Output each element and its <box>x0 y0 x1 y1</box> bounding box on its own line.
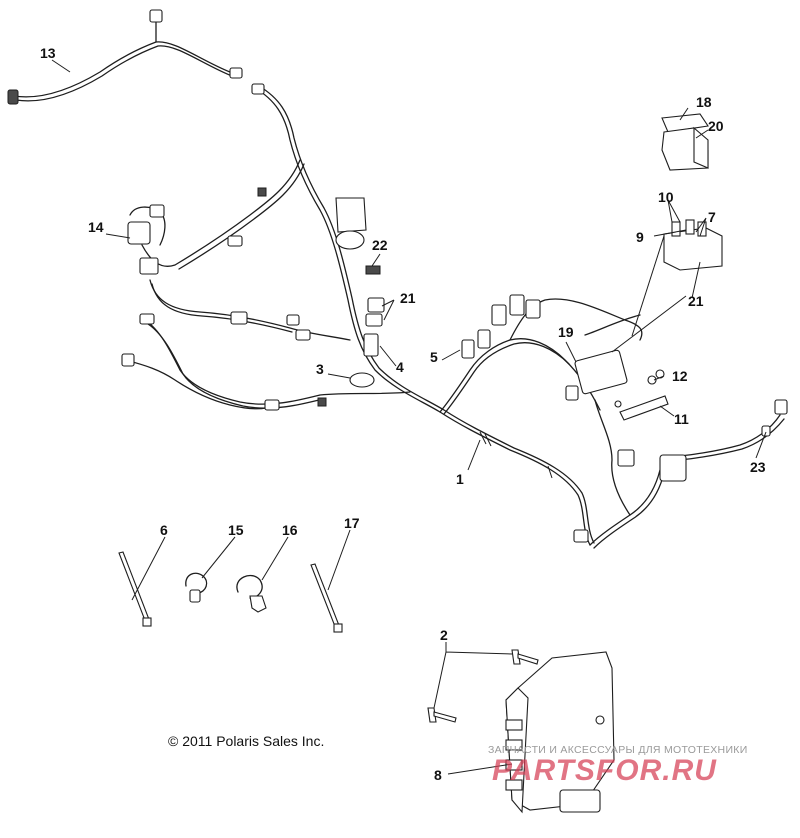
clamp-part-3 <box>349 372 375 388</box>
callout-labels: 13 14 22 21 3 4 5 1 19 18 20 10 7 9 21 1… <box>40 45 766 783</box>
callout-18: 18 <box>696 94 712 110</box>
callout-21-right: 21 <box>688 293 704 309</box>
callout-17: 17 <box>344 515 360 531</box>
callout-22: 22 <box>372 237 388 253</box>
fuse-block-part-7-9-10 <box>663 219 723 271</box>
fuse-cover-part-18-20 <box>661 113 709 171</box>
screw-part-2 <box>427 649 539 723</box>
callout-11: 11 <box>674 411 689 427</box>
cable-tie-part-6 <box>118 551 152 627</box>
callout-5: 5 <box>430 349 438 365</box>
connector-cluster-part-14 <box>127 204 166 275</box>
callout-3: 3 <box>316 361 324 377</box>
clip-part-16 <box>236 575 267 613</box>
main-harness-part-1 <box>121 83 788 549</box>
ecu-part-8 <box>505 651 615 814</box>
bracket-part-11 <box>614 369 669 421</box>
clip-part-15 <box>185 572 208 603</box>
callout-16: 16 <box>282 522 298 538</box>
callout-12: 12 <box>672 368 688 384</box>
watermark-tagline: ЗАПЧАСТИ И АКСЕССУАРЫ ДЛЯ МОТОТЕХНИКИ <box>488 744 748 756</box>
leader-lines <box>51 59 767 775</box>
callout-8: 8 <box>434 767 442 783</box>
callout-19: 19 <box>558 324 574 340</box>
harness-part-13 <box>7 9 243 105</box>
callout-10: 10 <box>658 189 674 205</box>
callout-20: 20 <box>708 118 724 134</box>
callout-9: 9 <box>636 229 644 245</box>
cable-tie-part-17 <box>310 563 343 633</box>
callout-1: 1 <box>456 471 464 487</box>
watermark-logo: PARTSFOR.RU <box>492 754 717 787</box>
callout-23: 23 <box>750 459 766 475</box>
copyright-notice: © 2011 Polaris Sales Inc. <box>168 733 325 749</box>
callout-15: 15 <box>228 522 244 538</box>
callout-14: 14 <box>88 219 104 235</box>
callout-21-left: 21 <box>400 290 416 306</box>
callout-2: 2 <box>440 627 448 643</box>
callout-6: 6 <box>160 522 168 538</box>
callout-4: 4 <box>396 359 404 375</box>
callout-7: 7 <box>708 209 716 225</box>
relay-stack-part-21-22 <box>335 197 385 357</box>
callout-13: 13 <box>40 45 56 61</box>
